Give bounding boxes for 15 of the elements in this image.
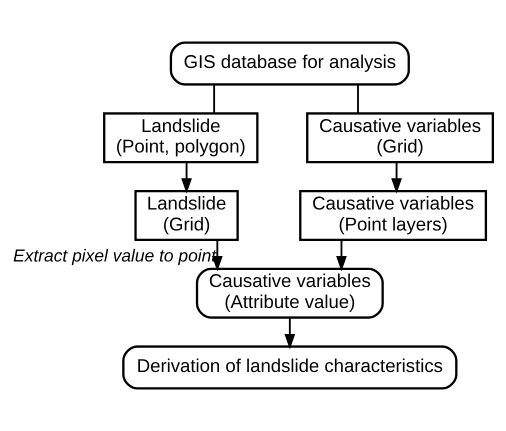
- edge-label: Extract pixel value to point: [13, 245, 216, 266]
- node-box: Landslide (Grid): [134, 190, 239, 242]
- arrow: [391, 162, 402, 194]
- node-box: Causative variables (Attribute value): [196, 268, 384, 319]
- arrow: [212, 240, 223, 272]
- node-box: Causative variables (Point layers): [299, 190, 488, 242]
- node-box: Landslide (Point, polygon): [103, 112, 259, 164]
- connector: [357, 84, 359, 114]
- arrow: [181, 162, 192, 194]
- connector: [213, 84, 216, 114]
- node-box: GIS database for analysis: [170, 41, 410, 86]
- arrow: [336, 240, 347, 272]
- node-box: Causative variables (Grid): [306, 112, 494, 164]
- node-box: Derivation of landslide characteristics: [122, 345, 458, 390]
- arrow: [284, 318, 296, 350]
